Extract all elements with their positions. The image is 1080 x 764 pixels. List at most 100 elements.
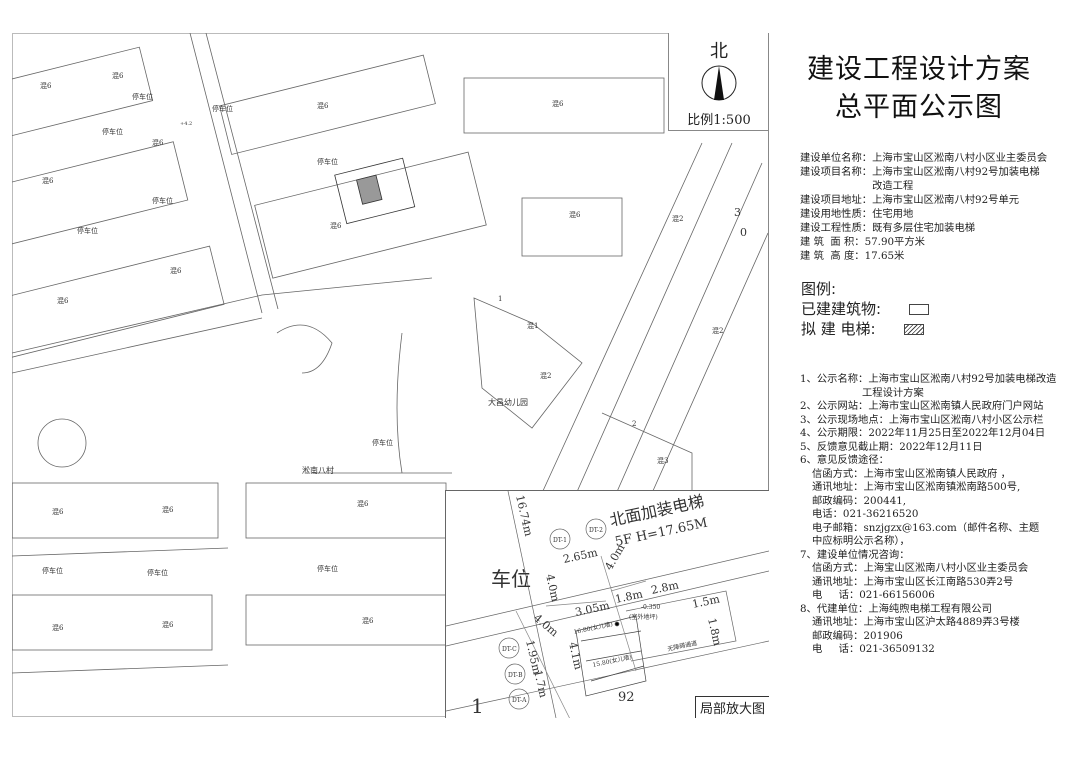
scale-label: 比例1:500 — [687, 113, 751, 128]
tag-label: DT-A — [512, 697, 527, 704]
bottom-residential-blocks — [12, 482, 447, 674]
roundabout — [37, 418, 87, 468]
info-row: 建设单位名称：上海市宝山区淞南八村小区业主委员会 — [800, 151, 1047, 165]
north-label: 北 — [710, 41, 728, 62]
notice-item: 通讯地址：上海市宝山区淞南镇淞南路500号, — [812, 481, 1021, 493]
info-value: 上海市宝山区淞南八村92号单元 — [872, 194, 1020, 206]
notice-item: 邮政编码：200441, — [812, 494, 907, 507]
dim-label: 3.05m — [574, 599, 611, 619]
building — [245, 482, 447, 539]
proposed-elevator-swatch — [903, 324, 924, 335]
project-info: 建设单位名称：上海市宝山区淞南八村小区业主委员会 建设项目名称：上海市宝山区淞南… — [800, 151, 1047, 263]
building — [245, 594, 447, 646]
building — [521, 197, 623, 257]
building — [254, 151, 487, 279]
legend-existing-label: 已建建筑物: — [801, 300, 882, 318]
proposed-elevator-mark — [356, 174, 383, 205]
dim-label: 1.8m — [614, 587, 645, 606]
notice-item: 邮政编码：201906 — [812, 629, 903, 642]
north-arrow-box: 北 比例1:500 — [668, 33, 769, 131]
legend: 图例: 已建建筑物: 拟 建 电梯: — [801, 279, 930, 339]
north-arrow-icon — [701, 65, 737, 101]
ramp-label: 无障碍通道 — [667, 639, 698, 653]
legend-proposed: 拟 建 电梯: — [801, 319, 929, 339]
title-line2: 总平面公示图 — [835, 92, 1003, 123]
label-parking: 停车位 — [102, 127, 123, 136]
left-residential-blocks — [12, 46, 225, 359]
parking-label: 车位 — [491, 567, 531, 591]
info-row: 建设项目地址：上海市宝山区淞南八村92号单元 — [800, 193, 1047, 207]
info-row: 建 筑 面 积：57.90平方米 — [800, 235, 1047, 249]
label-mix3: 混3 — [657, 456, 668, 465]
dim-label: 1.5m — [691, 592, 722, 611]
notice-item: 2、公示网站：上海市宝山区淞南镇人民政府门户网站 — [800, 400, 1044, 412]
level-label: -0.350 — [641, 604, 660, 611]
label-parking: 停车位 — [317, 564, 338, 573]
dim-label: 1.7m — [531, 669, 550, 700]
building — [219, 54, 436, 155]
notice-item: 电 话：021-36509132 — [812, 643, 935, 655]
notice-item: 电 话：021-66156006 — [812, 589, 935, 601]
label-elevation: +4.2 — [180, 121, 192, 127]
building — [463, 77, 665, 134]
building — [12, 141, 189, 252]
tag-label: DT-1 — [553, 537, 567, 544]
notice-item: 通讯地址：上海市宝山区长江南路530弄2号 — [812, 575, 1014, 588]
elevator-site-marker — [334, 157, 416, 225]
label-mix6: 混6 — [170, 266, 182, 275]
inset-label: 局部放大图 — [694, 696, 769, 718]
label-unit: 1 — [498, 295, 502, 303]
label-mix6: 混6 — [152, 138, 164, 147]
label-mix6: 混6 — [40, 81, 52, 90]
label-mix6: 混6 — [569, 210, 581, 219]
road-horizontal — [12, 277, 433, 374]
unit-number: 1 — [471, 694, 484, 718]
legend-proposed-label: 拟 建 电梯: — [801, 320, 876, 338]
info-row: 建设项目名称：上海市宝山区淞南八村92号加装电梯改造工程 — [800, 165, 1047, 193]
label-mix2: 混2 — [712, 326, 723, 335]
info-value: 上海市宝山区淞南八村小区业主委员会 — [872, 152, 1048, 164]
info-key: 建设用地性质： — [800, 208, 873, 220]
label-parking: 停车位 — [317, 157, 338, 166]
info-key: 建设单位名称： — [800, 152, 873, 164]
center-residential-blocks — [219, 54, 487, 279]
label-kindergarten: 大昌幼儿园 — [488, 397, 528, 407]
label-mix6: 混6 — [162, 620, 174, 629]
tag-circle — [549, 528, 571, 550]
building — [12, 482, 219, 539]
notice-item: 7、建设单位情况咨询： — [800, 548, 910, 561]
label-mix6: 混6 — [362, 616, 374, 625]
info-value: 既有多层住宅加装电梯 — [872, 222, 976, 234]
title-line1: 建设工程设计方案 — [807, 54, 1031, 85]
dim-label: 4.0m — [543, 573, 562, 604]
building — [12, 245, 225, 359]
label-mix6: 混6 — [357, 499, 369, 508]
label-mix6: 混6 — [162, 505, 174, 514]
info-value: 57.90平方米 — [864, 236, 925, 248]
dim-label: 4.1m — [566, 641, 585, 672]
label-parking: 停车位 — [42, 566, 63, 575]
kindergarten-building — [473, 297, 583, 429]
notice-item: 通讯地址：上海市宝山区沪太路4889弄3号楼 — [812, 616, 1020, 628]
notice-item: 4、公示期限：2022年11月25日至2022年12月04日 — [800, 427, 1046, 439]
path — [312, 332, 452, 474]
label-mix6: 混6 — [330, 221, 342, 230]
info-row: 建设工程性质：既有多层住宅加装电梯 — [800, 221, 1047, 235]
detail-drawing: 车位 北面加装电梯 5F H=17.65M 16.74m 2.65m 4.0m … — [446, 491, 769, 718]
label-mix2: 混2 — [672, 214, 683, 223]
label-village: 淞南八村 — [302, 465, 334, 475]
notice-item: 5、反馈意见截止期：2022年12月11日 — [800, 440, 983, 453]
legend-existing: 已建建筑物: — [801, 299, 930, 319]
notice-item: 中应标明公示名称）， — [812, 535, 910, 547]
main-road — [541, 142, 768, 504]
notice-item: 电子邮箱：snzjgzx@163.com（邮件名称、主题 — [812, 521, 1040, 534]
label-mix6: 混6 — [52, 623, 64, 632]
notice-item: 电话：021-36216520 — [812, 508, 919, 520]
notice-item: 8、代建单位：上海纯煦电梯工程有限公司 — [800, 602, 992, 615]
detail-inset: 车位 北面加装电梯 5F H=17.65M 16.74m 2.65m 4.0m … — [445, 490, 769, 718]
label-mix6: 混6 — [112, 71, 124, 80]
dim-label: 1.8m — [705, 617, 724, 648]
info-value: 上海市宝山区淞南八村92号加装电梯改造工程 — [872, 166, 1040, 192]
info-key: 建 筑 高 度： — [800, 250, 865, 262]
dim-label: 2.65m — [562, 546, 599, 566]
